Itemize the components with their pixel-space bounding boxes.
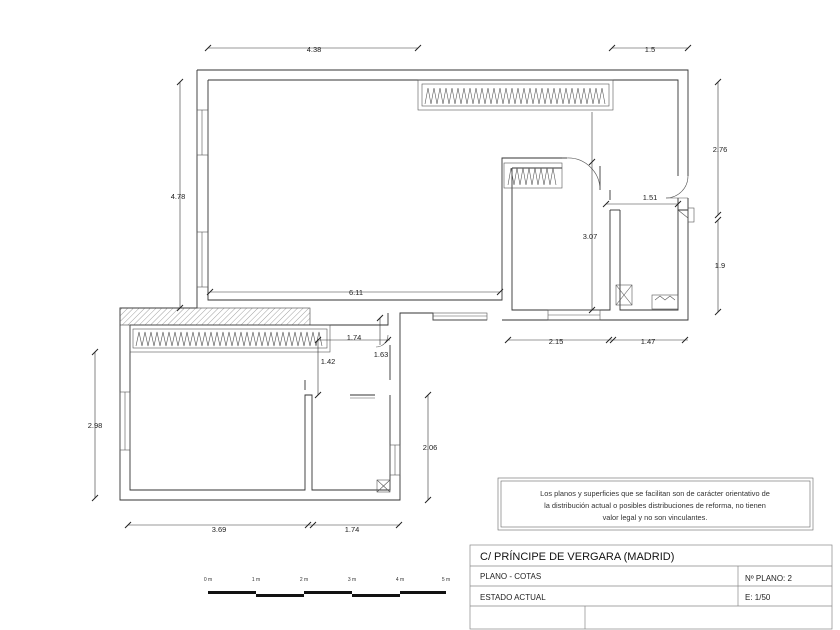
dim-bottom-right: 1.74 [345,525,360,534]
wardrobes [129,79,614,353]
note-line-3: valor legal y no son vinculantes. [603,513,708,522]
title-scale: E: 1/50 [745,593,771,602]
title-block: C/ PRÍNCIPE DE VERGARA (MADRID) PLANO - … [469,544,833,630]
dim-bottom-mid-right: 1.47 [641,337,656,346]
dim-left-height: 4.78 [171,192,186,201]
scale-label-3: 3 m [348,577,356,583]
dim-hall-height: 3.07 [583,232,598,241]
title-plan-number: Nº PLANO: 2 [745,574,792,583]
scale-label-1: 1 m [252,577,260,583]
scale-bar: 0 m 1 m 2 m 3 m 4 m 5 m [204,577,450,597]
dim-mid-width: 6.11 [349,288,363,297]
dim-passage-small: 1.63 [374,350,389,359]
dim-passage-width: 1.74 [347,333,362,342]
dim-bottom-left: 3.69 [212,525,227,534]
hatched-wall-strip [119,307,311,326]
dim-top-width: 4.38 [307,45,322,54]
dim-hall-width: 1.51 [643,193,658,202]
dim-bottom-mid-left: 2.15 [549,337,564,346]
title-address: C/ PRÍNCIPE DE VERGARA (MADRID) [480,550,674,563]
dimension-lines [91,44,722,529]
dim-right-lower: 1.9 [715,261,725,270]
dim-right-upper: 2.76 [713,145,728,154]
title-plan-label: PLANO - COTAS [480,572,541,581]
scale-label-4: 4 m [396,577,404,583]
dim-passage-height: 1.42 [321,357,336,366]
doors [375,157,689,493]
scale-label-0: 0 m [204,577,212,583]
scale-label-5: 5 m [442,577,450,583]
note-line-1: Los planos y superficies que se facilita… [540,489,770,498]
dim-lower-left-height: 2.98 [88,421,103,430]
dimension-labels: 4.38 1.5 4.78 2.76 6.11 3.07 1.51 1.9 2.… [88,45,728,534]
windows [119,109,695,476]
walls [119,69,689,501]
title-state: ESTADO ACTUAL [480,593,546,602]
note-line-2: la distribución actual o posibles distri… [544,501,766,510]
scale-label-2: 2 m [300,577,308,583]
disclaimer-note: Los planos y superficies que se facilita… [497,477,814,531]
dim-lower-right-height: 2.06 [423,443,438,452]
dim-top-right: 1.5 [645,45,655,54]
